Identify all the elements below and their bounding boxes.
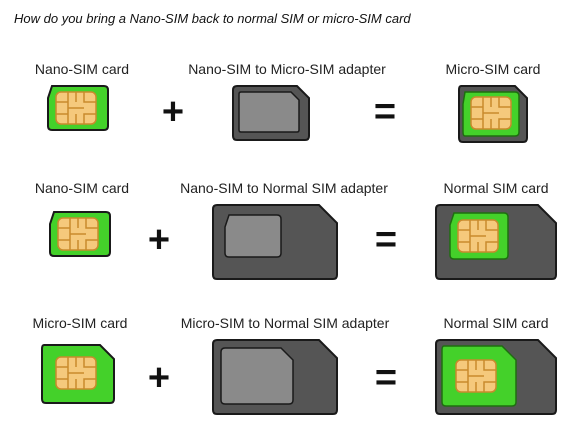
- row1-plus-sign: +: [161, 91, 185, 133]
- row2-right-label: Normal SIM card: [443, 180, 549, 196]
- nano-to-micro-adapter-icon: [232, 85, 310, 141]
- row1-left-label: Nano-SIM card: [34, 61, 130, 77]
- row2-left-label: Nano-SIM card: [34, 180, 130, 196]
- diagram-title: How do you bring a Nano-SIM back to norm…: [14, 11, 411, 26]
- row1-right-label: Micro-SIM card: [445, 61, 541, 77]
- row2-middle-label: Nano-SIM to Normal SIM adapter: [180, 180, 388, 196]
- row2-plus-sign: +: [147, 219, 171, 261]
- adapter-slot: [220, 347, 294, 405]
- nano-sim-card-icon: [49, 211, 111, 257]
- sim-chip-icon: [55, 356, 97, 390]
- row1-middle-label: Nano-SIM to Micro-SIM adapter: [188, 61, 386, 77]
- micro-sim-card-icon: [41, 344, 115, 404]
- normal-sim-card-icon: [435, 204, 557, 280]
- row3-left-label: Micro-SIM card: [32, 315, 128, 331]
- micro-sim-card-icon: [458, 85, 528, 143]
- sim-chip-icon: [470, 96, 512, 130]
- row3-right-label: Normal SIM card: [443, 315, 549, 331]
- row3-middle-label: Micro-SIM to Normal SIM adapter: [180, 315, 390, 331]
- sim-chip-icon: [457, 219, 499, 253]
- row2-equals-sign: =: [374, 219, 398, 261]
- normal-sim-card-icon: [435, 339, 557, 415]
- micro-to-normal-adapter-icon: [212, 339, 338, 415]
- adapter-slot: [224, 214, 282, 258]
- adapter-slot: [238, 91, 300, 133]
- row3-equals-sign: =: [374, 357, 398, 399]
- sim-chip-icon: [455, 359, 497, 393]
- sim-chip-icon: [57, 217, 99, 251]
- row3-plus-sign: +: [147, 357, 171, 399]
- row1-equals-sign: =: [373, 91, 397, 133]
- nano-to-normal-adapter-icon: [212, 204, 338, 280]
- nano-sim-card-icon: [47, 85, 109, 131]
- sim-chip-icon: [55, 91, 97, 125]
